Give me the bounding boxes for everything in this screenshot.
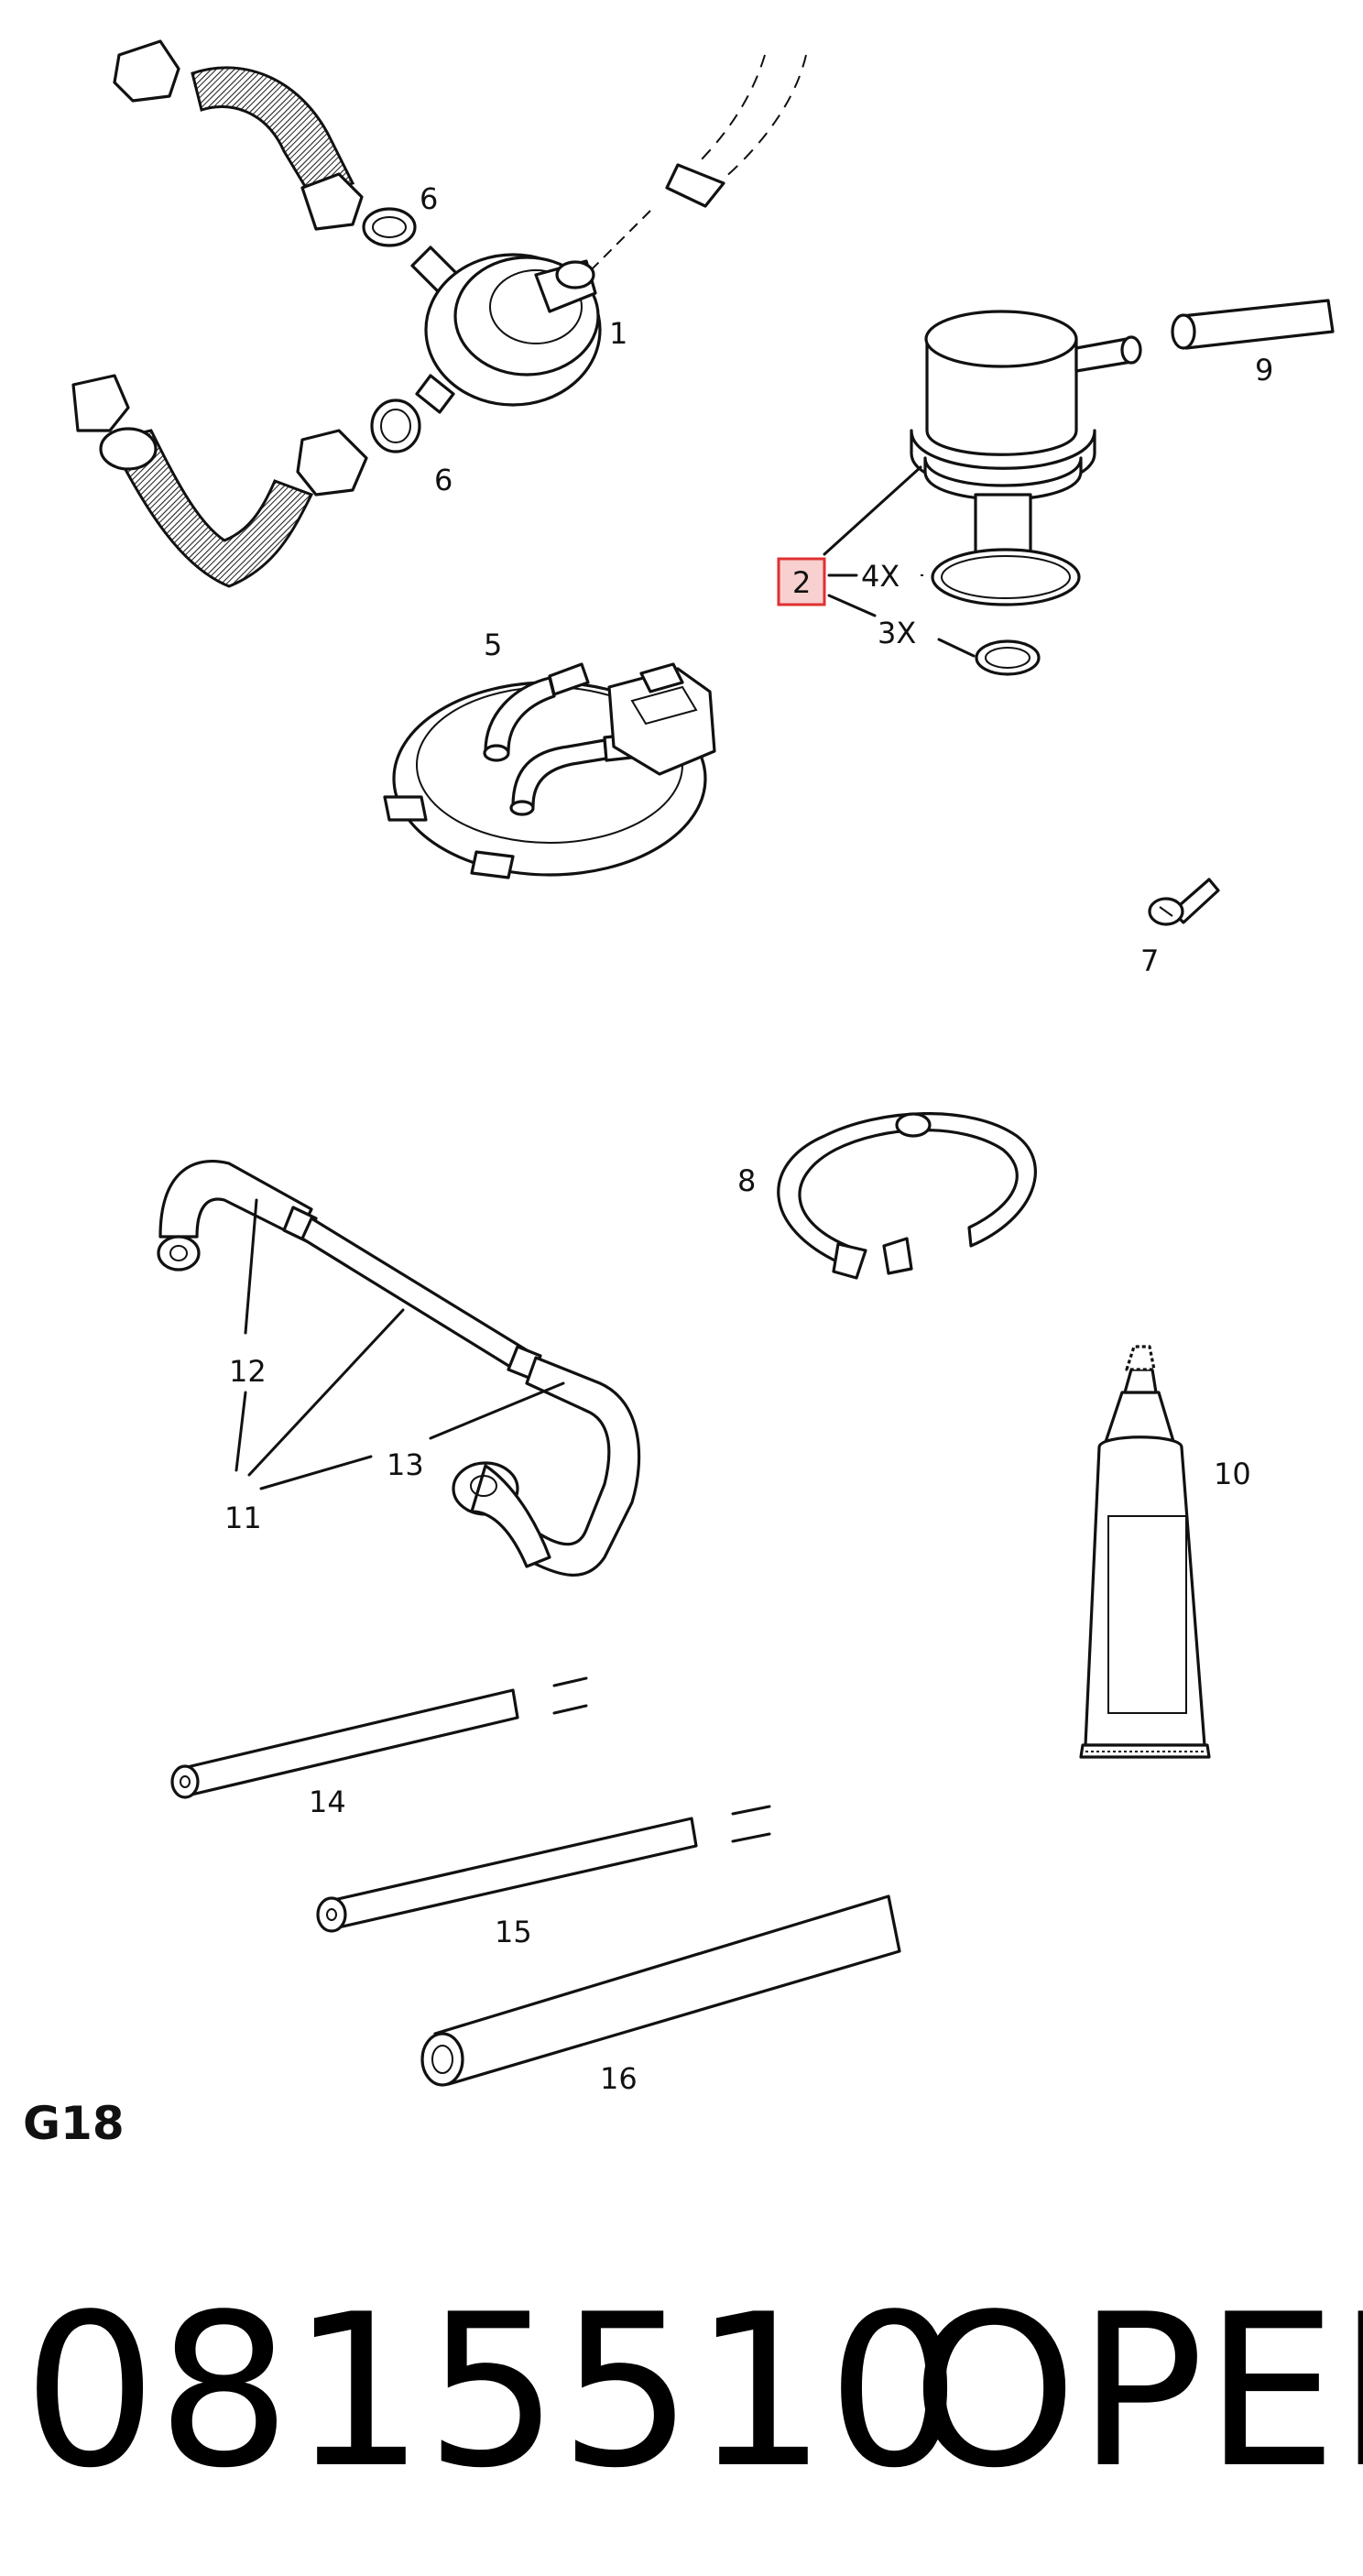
- callout-qty-3x: 3X: [878, 616, 916, 650]
- callout-9: 9: [1255, 353, 1273, 387]
- pipe-15: [316, 1805, 771, 1933]
- callout-10: 10: [1214, 1457, 1251, 1491]
- callout-14: 14: [309, 1785, 346, 1819]
- callout-6-upper: 6: [420, 181, 438, 216]
- regulator-assembly: [71, 39, 807, 588]
- retaining-clamp: [777, 1112, 1037, 1280]
- callout-16: 16: [600, 2061, 638, 2096]
- callout-2-highlight: [777, 557, 826, 606]
- pipe-16: [420, 1894, 901, 2087]
- callout-2: 2: [792, 565, 811, 600]
- leader-lines: [234, 465, 976, 1490]
- screw: [1148, 878, 1220, 926]
- brand-name: OPEL: [911, 2270, 1363, 2515]
- callout-8: 8: [737, 1163, 756, 1198]
- fuel-pump-flange: [383, 662, 716, 879]
- callout-13: 13: [387, 1447, 424, 1482]
- callout-15: 15: [495, 1915, 532, 1949]
- callout-11: 11: [224, 1501, 262, 1535]
- hose-assembly: [157, 1159, 641, 1577]
- pipe-14: [170, 1676, 588, 1799]
- callout-labels: 1 2 4X 3X 5 6 6 7 8 9 10 11 12 13 14 15 …: [224, 181, 1273, 2096]
- fuel-filter-assembly: [910, 299, 1335, 676]
- part-number: 0815510: [23, 2270, 961, 2515]
- figure-code: G18: [23, 2097, 125, 2150]
- callout-1: 1: [609, 316, 627, 351]
- callout-12: 12: [229, 1354, 267, 1389]
- grease-tube: [1079, 1345, 1211, 1759]
- callout-5: 5: [484, 628, 502, 662]
- callout-7: 7: [1140, 944, 1159, 978]
- callout-qty-4x: 4X: [861, 559, 900, 594]
- callout-6-lower: 6: [434, 463, 453, 497]
